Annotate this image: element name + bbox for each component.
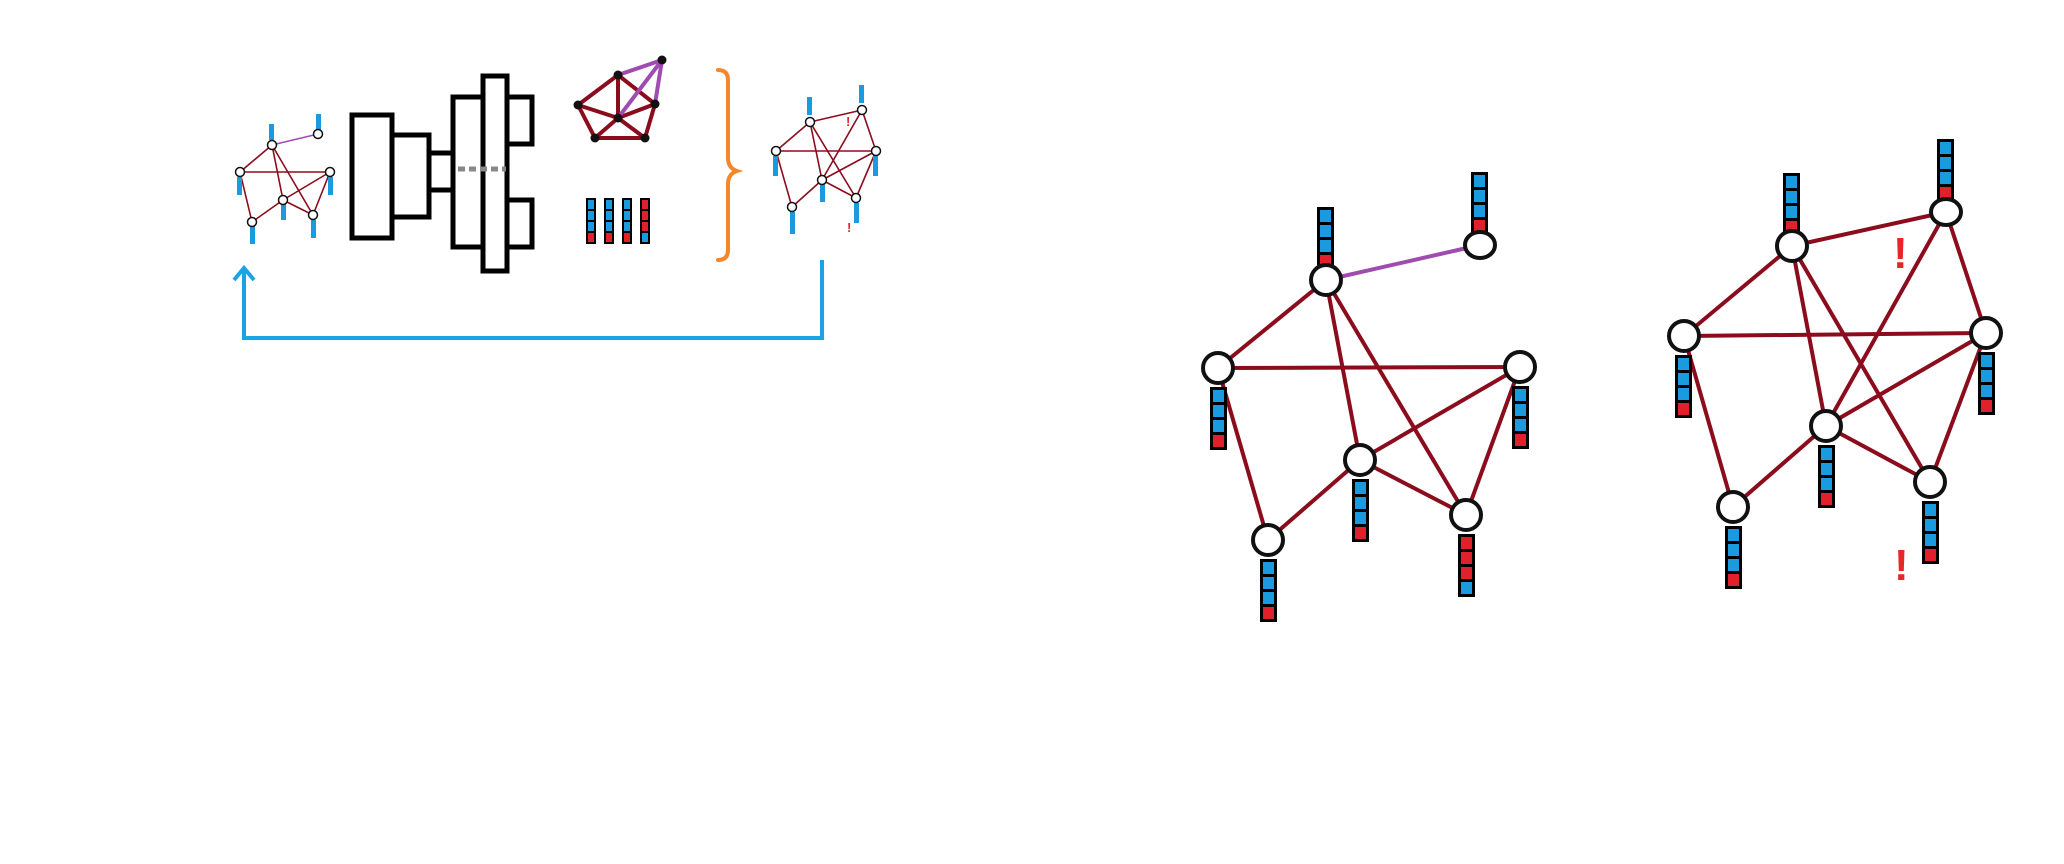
feature-bar-m3 bbox=[1675, 355, 1692, 418]
mini-alert-mark-2: ! bbox=[847, 220, 851, 235]
feature-bar-n1 bbox=[1317, 207, 1334, 270]
feature-bar-n6 bbox=[1458, 534, 1475, 597]
feature-bar-n7 bbox=[1260, 559, 1277, 622]
feature-bar-n5 bbox=[1352, 479, 1369, 542]
feedback-arrow bbox=[232, 260, 824, 340]
predicted-links-graph bbox=[573, 55, 667, 143]
feature-bar-m6 bbox=[1922, 501, 1939, 564]
output-graph-thumbnail: ! ! bbox=[770, 85, 882, 235]
feature-bar-n3 bbox=[1210, 387, 1227, 450]
alert-mark-top: ! bbox=[1893, 229, 1908, 278]
feature-bar-m7 bbox=[1725, 526, 1742, 589]
input-graph-thumbnail bbox=[234, 114, 336, 244]
mini-feature-bar-1 bbox=[586, 198, 596, 244]
feature-bar-n2 bbox=[1471, 172, 1488, 235]
large-input-graph bbox=[1201, 172, 1537, 622]
large-output-graph: ! ! bbox=[1667, 139, 2003, 590]
neural-network-block bbox=[349, 73, 535, 274]
pipeline: ! ! bbox=[232, 55, 882, 340]
mini-feature-bar-2 bbox=[604, 198, 614, 244]
mini-feature-bar-3 bbox=[622, 198, 632, 244]
grouping-brace bbox=[716, 68, 744, 262]
predicted-feature-bars bbox=[586, 198, 650, 244]
mini-feature-bar-4 bbox=[640, 198, 650, 244]
feature-bar-m1 bbox=[1783, 173, 1800, 236]
mini-alert-mark-1: ! bbox=[846, 114, 850, 129]
feature-bar-m4 bbox=[1978, 352, 1995, 415]
alert-mark-bottom: ! bbox=[1894, 541, 1909, 590]
feature-bar-n4 bbox=[1512, 386, 1529, 449]
feature-bar-m2 bbox=[1937, 139, 1954, 202]
feature-bar-m5 bbox=[1818, 445, 1835, 508]
